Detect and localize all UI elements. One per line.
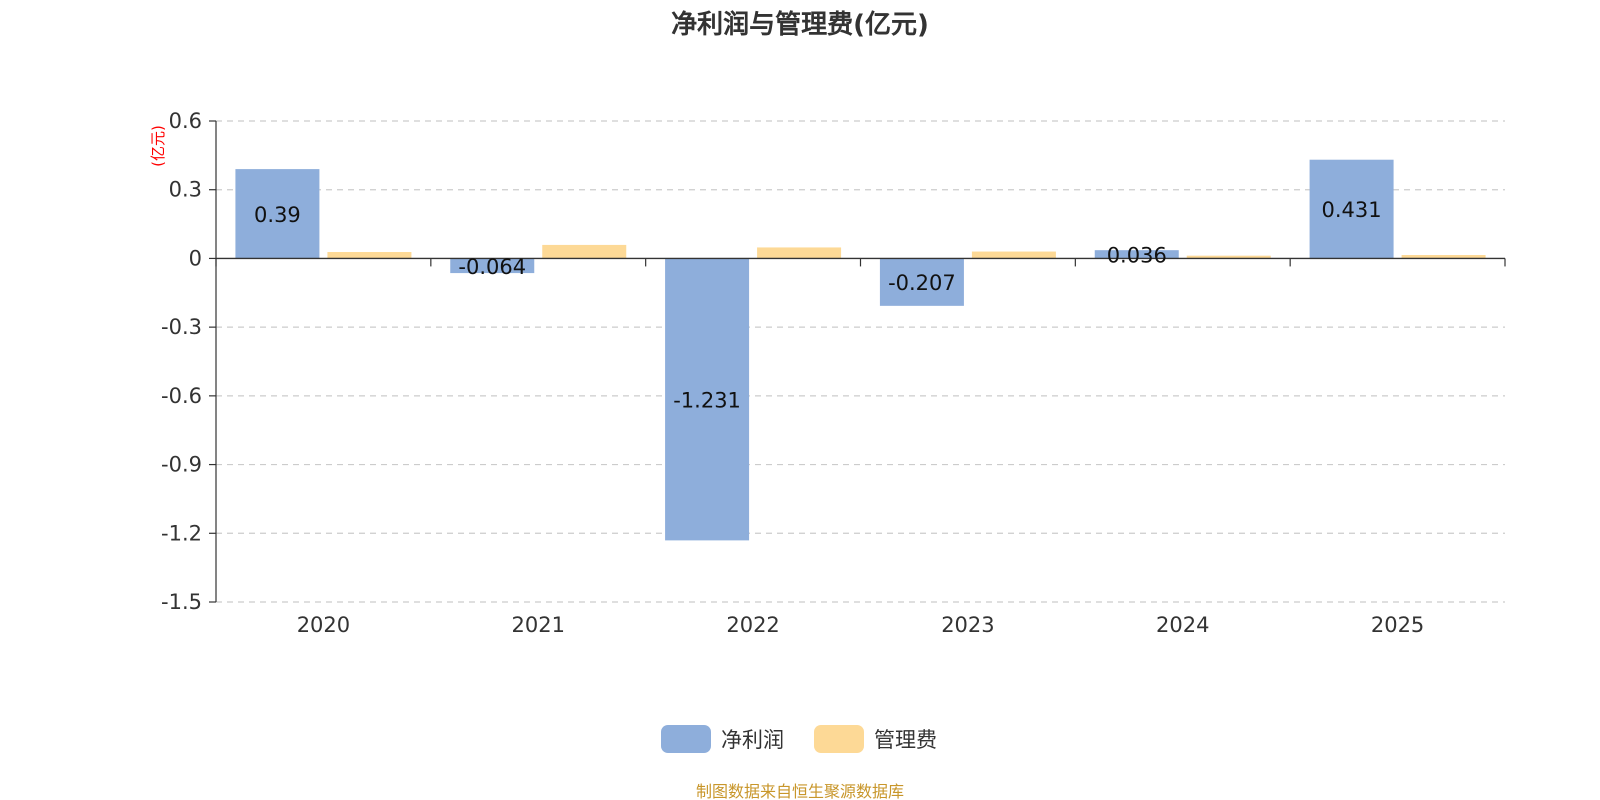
x-tick-label: 2024 (1156, 613, 1209, 637)
legend-label: 净利润 (721, 728, 784, 752)
x-tick-label: 2023 (941, 613, 994, 637)
data-label: -1.231 (673, 388, 741, 412)
x-tick-label: 2020 (297, 613, 350, 637)
bar-net-profit[interactable] (665, 258, 750, 541)
data-label: -0.064 (458, 255, 526, 279)
y-tick-label: 0 (189, 246, 202, 270)
grid-lines (216, 120, 1505, 603)
bar-admin-expense[interactable] (327, 252, 412, 259)
bar-net-profit[interactable] (450, 258, 535, 274)
x-tick-label: 2025 (1371, 613, 1424, 637)
bar-net-profit[interactable] (1309, 159, 1394, 259)
y-tick-label: -1.5 (161, 590, 202, 614)
bar-admin-expense[interactable] (1401, 254, 1486, 259)
y-tick-label: -0.9 (161, 453, 202, 477)
y-axis-unit-label: (亿元) (149, 125, 167, 167)
legend-item-net-profit[interactable]: 净利润 (661, 725, 784, 753)
bar-admin-expense[interactable] (1186, 255, 1271, 259)
legend[interactable]: 净利润 管理费 (661, 725, 937, 753)
y-tick-label: 0.3 (169, 178, 202, 202)
legend-item-admin-expense[interactable]: 管理费 (814, 725, 937, 753)
data-labels: 0.39 -0.064 -1.231 -0.207 0.036 0.431 (254, 198, 1382, 412)
bar-net-profit[interactable] (879, 258, 964, 306)
x-tick-label: 2022 (726, 613, 779, 637)
bars (235, 159, 1486, 541)
y-tick-label: -0.3 (161, 315, 202, 339)
y-tick-label: 0.6 (169, 109, 202, 133)
y-tick-label: -0.6 (161, 384, 202, 408)
y-tick-label: -1.2 (161, 521, 202, 545)
legend-label: 管理费 (874, 728, 937, 752)
chart-title: 净利润与管理费(亿元) (671, 9, 929, 40)
data-label: 0.036 (1107, 243, 1167, 267)
bar-admin-expense[interactable] (757, 247, 842, 259)
bar-admin-expense[interactable] (542, 244, 627, 259)
legend-swatch (661, 725, 711, 753)
x-tick-label: 2021 (512, 613, 565, 637)
data-label: 0.39 (254, 203, 301, 227)
axes: 0.6 0.3 0 -0.3 -0.6 -0.9 -1.2 -1.5 2020 2021 2022 2… (161, 109, 1506, 637)
data-label: 0.431 (1322, 198, 1382, 222)
bar-net-profit[interactable] (235, 169, 320, 259)
legend-swatch (814, 725, 864, 753)
bar-net-profit[interactable] (1094, 250, 1179, 259)
bar-admin-expense[interactable] (971, 251, 1056, 259)
data-source-note: 制图数据来自恒生聚源数据库 (696, 782, 904, 800)
data-label: -0.207 (888, 271, 956, 295)
